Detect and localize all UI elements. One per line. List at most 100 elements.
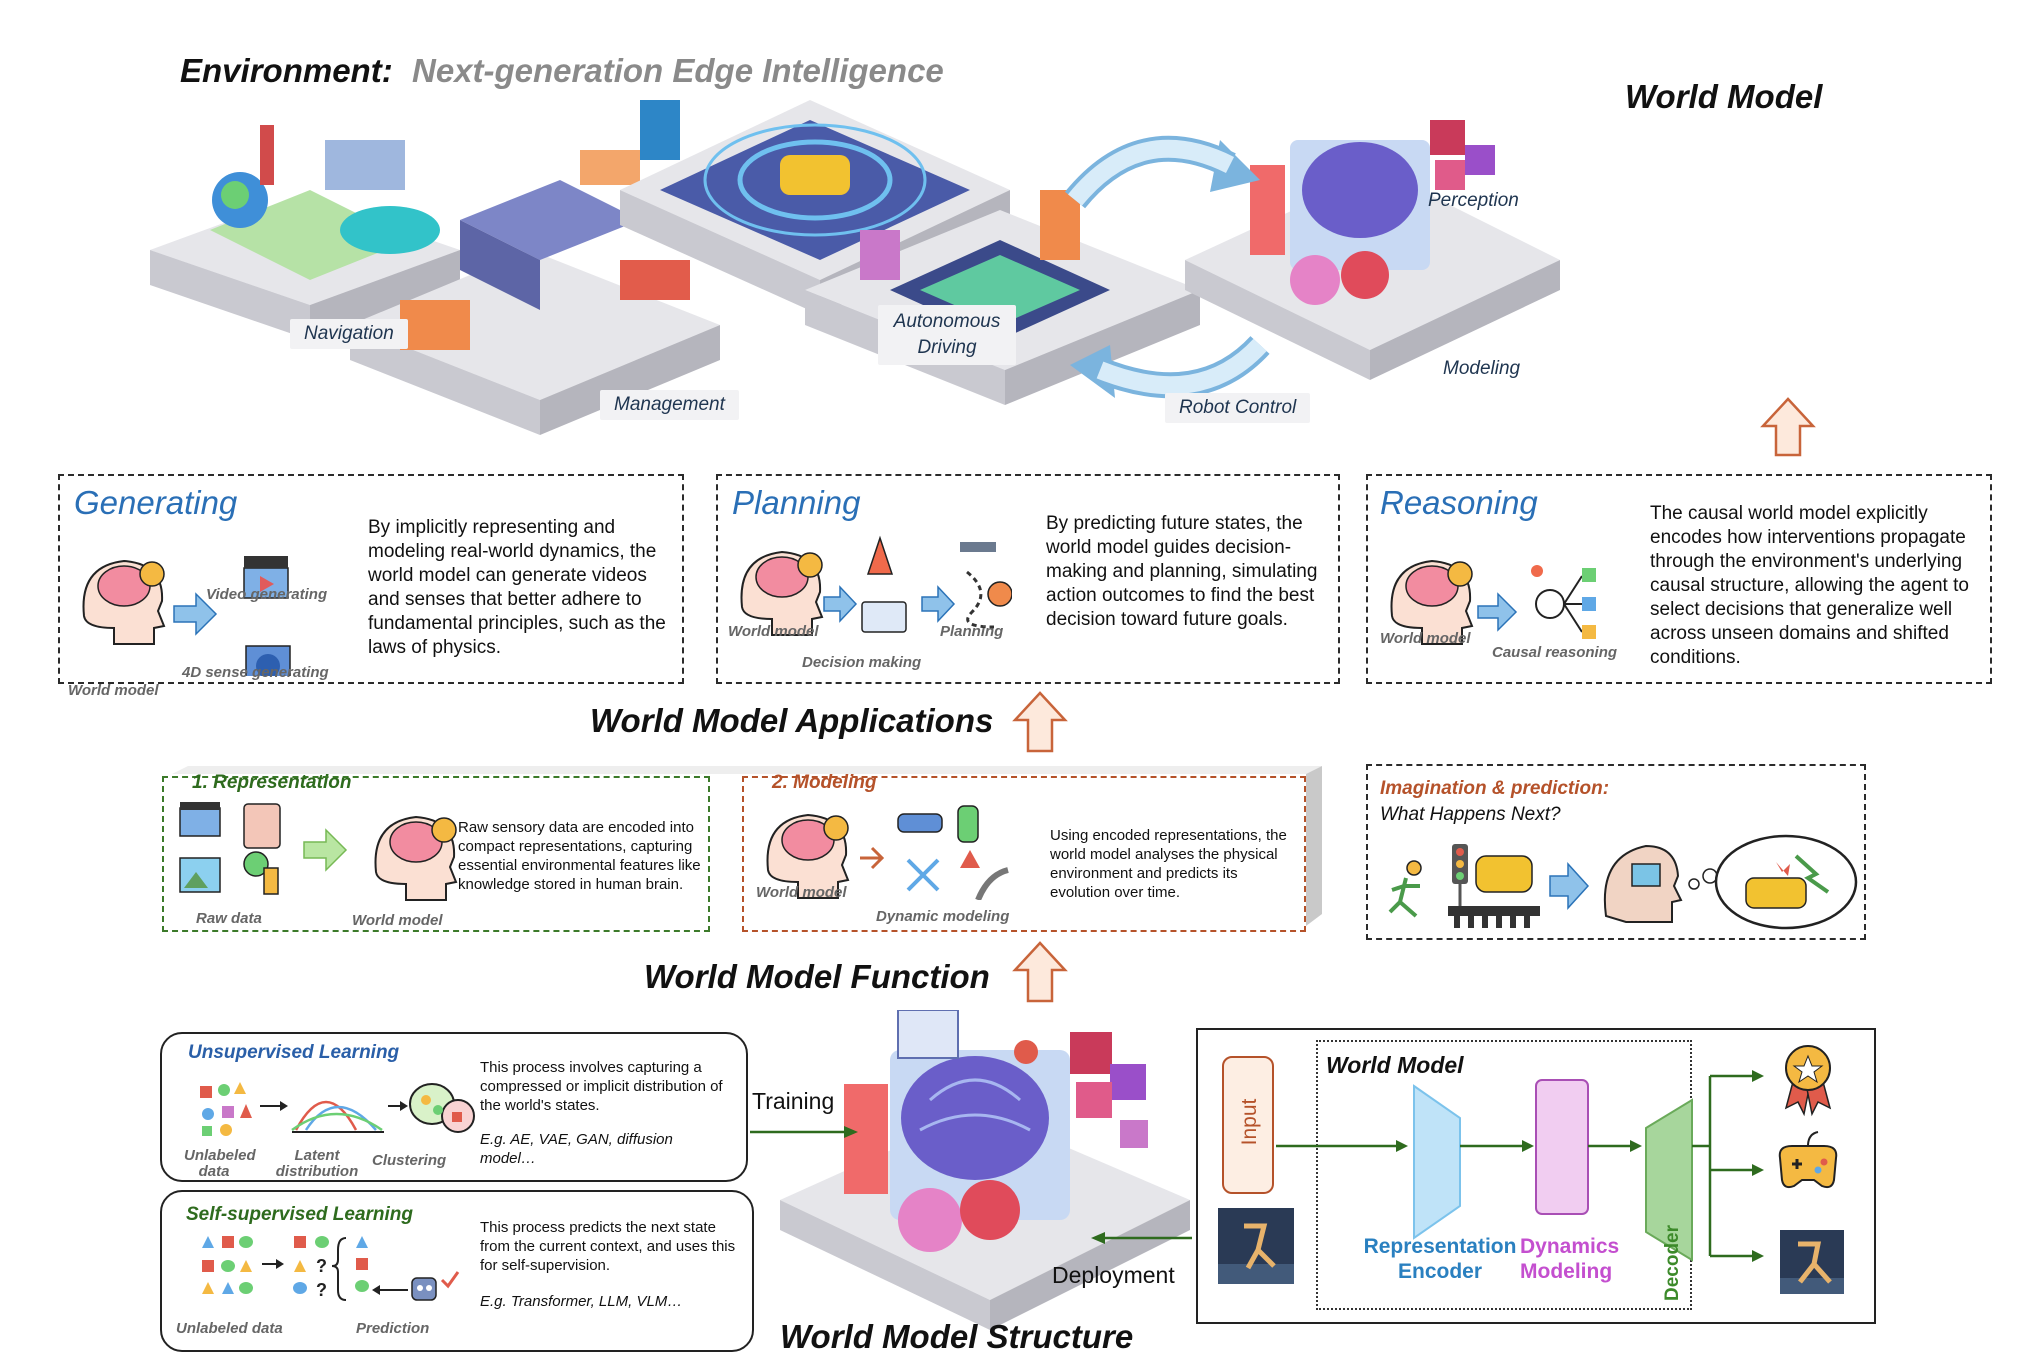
applications-title: World Model Applications — [590, 702, 994, 739]
planning-caption: Planning — [940, 623, 1004, 640]
modeling-cycle-label: Modeling — [1443, 358, 1521, 379]
world-model-tile — [1185, 120, 1560, 380]
up-arrow-icon — [1012, 941, 1068, 1003]
function-title: World Model Function — [644, 958, 990, 995]
training-label: Training — [752, 1088, 835, 1114]
encoder-label-line2: Encoder — [1397, 1260, 1483, 1283]
navigation-tile — [150, 125, 460, 340]
modeling-title: 2. Modeling — [772, 772, 877, 793]
up-arrow-icon — [1760, 397, 1816, 457]
clustering-caption: Clustering — [372, 1152, 447, 1169]
generating-world-model-caption: World model — [68, 682, 159, 699]
scattered-shapes-icon — [200, 1082, 252, 1136]
decision-making-caption: Decision making — [802, 654, 922, 671]
selfsupervised-examples: E.g. Transformer, LLM, VLM… — [480, 1293, 683, 1310]
encoder-label: Representation Encoder — [1360, 1234, 1520, 1284]
svg-text:?: ? — [316, 1256, 327, 1276]
representation-title: 1. Representation — [192, 772, 352, 793]
up-arrow-icon — [1012, 691, 1068, 753]
dynamic-modeling-caption: Dynamic modeling — [876, 908, 1010, 925]
car-crosswalk-icon — [1448, 855, 1540, 928]
representation-icons — [179, 802, 458, 901]
reward-medal-icon — [1784, 1045, 1832, 1117]
dynamics-label-line2: Modeling — [1520, 1260, 1613, 1283]
runner-icon — [1388, 860, 1422, 918]
causal-reasoning-caption: Causal reasoning — [1492, 644, 1618, 661]
imagination-box: Imagination & prediction: What Happens N… — [1366, 764, 1866, 940]
world-model-top-title: World Model — [1625, 78, 1823, 115]
world-model-center-illustration — [780, 1010, 1190, 1330]
reasoning-icons — [1390, 559, 1596, 645]
planning-icons — [740, 535, 1012, 636]
planning-box: Planning World model Decision making Pla… — [716, 474, 1340, 684]
prediction-options-icon — [355, 1236, 369, 1292]
robot-head-icon — [411, 1277, 437, 1301]
structure-world-model-label: World Model — [1326, 1052, 1464, 1078]
unsupervised-title: Unsupervised Learning — [188, 1042, 400, 1063]
representation-description: Raw sensory data are encoded into compac… — [458, 819, 701, 893]
planning-title: Planning — [732, 484, 861, 521]
representation-box: 1. Representation Raw data World model R… — [162, 772, 710, 932]
selfsupervised-box: Self-supervised Learning ? ? — [160, 1190, 754, 1352]
input-walker-thumbnail — [1218, 1208, 1294, 1284]
dynamics-label-line1: Dynamics — [1520, 1235, 1620, 1258]
deployment-label: Deployment — [1052, 1262, 1175, 1288]
dynamics-label: Dynamics Modeling — [1520, 1234, 1620, 1284]
environment-label: Environment: — [180, 52, 393, 89]
prediction-caption: Prediction — [356, 1320, 430, 1337]
unsupervised-description: This process involves capturing a compre… — [480, 1059, 723, 1114]
head-brain-icon — [374, 815, 458, 901]
autonomous-label: Autonomous Driving — [878, 305, 1016, 365]
unsupervised-icons — [200, 1082, 475, 1136]
head-brain-icon — [766, 813, 850, 899]
flow-arrows — [750, 1126, 1192, 1244]
planning-world-model-caption: World model — [728, 623, 819, 640]
selfsupervised-title: Self-supervised Learning — [186, 1204, 414, 1225]
structure-title: World Model Structure — [780, 1318, 1134, 1355]
clustering-icon — [409, 1083, 475, 1133]
causal-tree-icon — [1531, 565, 1596, 639]
video-generating-caption: Video generating — [206, 586, 328, 603]
navigation-label: Navigation — [290, 319, 408, 349]
function-strip-3d — [172, 766, 1322, 926]
robot-tile — [805, 190, 1200, 405]
latent-distribution-icon — [291, 1100, 384, 1133]
unsupervised-unlabeled-caption: Unlabeled data — [184, 1147, 256, 1180]
modeling-icons — [766, 805, 1009, 900]
management-label: Management — [600, 390, 739, 420]
modeling-description: Using encoded representations, the world… — [1050, 827, 1287, 901]
selfsupervised-unlabeled-caption: Unlabeled data — [176, 1320, 283, 1337]
reasoning-title: Reasoning — [1380, 484, 1538, 521]
drone-route-icon — [960, 542, 1012, 629]
head-brain-icon — [1390, 559, 1474, 645]
latent-distribution-caption: Latent distribution — [275, 1147, 359, 1180]
reasoning-box: Reasoning World model Causal reasoning T… — [1366, 474, 1992, 684]
selfsupervised-description: This process predicts the next state fro… — [480, 1219, 736, 1274]
head-brain-icon — [740, 550, 824, 636]
imagination-title: Imagination & prediction: — [1380, 778, 1610, 799]
planning-description: By predicting future states, the world m… — [1046, 513, 1318, 630]
gamepad-icon — [1778, 1131, 1838, 1189]
modeling-world-model-caption: World model — [756, 884, 847, 901]
decoder-label: Decoder — [1662, 1224, 1683, 1302]
generating-title: Generating — [74, 484, 238, 521]
generating-icons — [82, 556, 291, 676]
imagination-question: What Happens Next? — [1380, 804, 1561, 825]
video-clapper-icon — [243, 556, 289, 599]
unsupervised-box: Unsupervised Learning U — [160, 1032, 748, 1182]
representation-world-model-caption: World model — [352, 912, 443, 929]
unlabeled-grid-icon — [202, 1236, 253, 1294]
head-brain-icon — [82, 559, 166, 645]
environment-name: Next-generation Edge Intelligence — [412, 52, 944, 89]
perception-label: Perception — [1428, 190, 1519, 211]
unsupervised-examples: E.g. AE, VAE, GAN, diffusion model… — [480, 1131, 673, 1167]
raw-data-caption: Raw data — [196, 910, 262, 927]
reasoning-description: The causal world model explicitly encode… — [1650, 503, 1969, 668]
generating-box: Generating World model Video generating … — [58, 474, 684, 699]
raw-data-icons — [179, 802, 281, 895]
selfsupervised-icons: ? ? — [202, 1236, 460, 1301]
environment-illustration — [150, 100, 1560, 435]
generating-description: By implicitly representing and modeling … — [368, 517, 666, 658]
4d-film-icon — [245, 645, 291, 676]
structure-box: World Model Input — [1196, 1028, 1876, 1324]
